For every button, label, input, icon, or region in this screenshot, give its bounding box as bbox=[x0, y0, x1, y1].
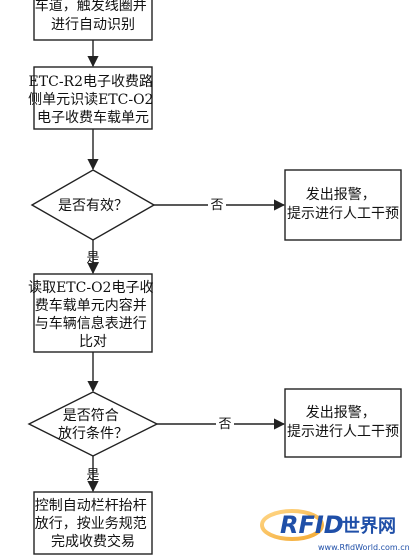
decision-valid-label: 是否有效？ bbox=[58, 198, 128, 214]
process-box-final: 控制自动栏杆抬杆 放行，按业务规范 完成收费交易 bbox=[33, 491, 153, 555]
alarm-box-2-line-2: 提示进行人工干预 bbox=[287, 424, 399, 440]
process-box-final-shape bbox=[33, 491, 153, 555]
process-box-read-obu-line-1: ETC-R2电子收费路 bbox=[29, 74, 153, 90]
process-box-read-obu-shape bbox=[33, 66, 153, 130]
process-box-read-obu: ETC-R2电子收费路 侧单元识读ETC-O2 电子收费车载单元 bbox=[28, 66, 158, 130]
decision-release: 是否符合 放行条件？ bbox=[27, 391, 159, 457]
watermark-site-name: 世界网 bbox=[342, 516, 396, 537]
decision-release-line-1: 是否符合 bbox=[63, 408, 119, 424]
edge-label-valid-yes: 是 bbox=[86, 251, 99, 266]
process-box-trigger-line-2: 进行自动识别 bbox=[51, 17, 135, 33]
edge-label-release-no: 否 bbox=[218, 417, 231, 432]
watermark-ring-icon bbox=[260, 509, 324, 541]
alarm-box-1-line-2: 提示进行人工干预 bbox=[287, 206, 399, 222]
svg-text:发出报警， 提示进行人工干预: 发出报警， 提示进行人工干预 bbox=[287, 405, 399, 440]
svg-text:ETC-R2电子收费路 侧单元识读ETC-O2: ETC-R2电子收费路 侧单元识读ETC-O2 电子收费车载单元 bbox=[28, 74, 158, 126]
svg-text:是否符合 放行条件？: 是否符合 放行条件？ bbox=[58, 408, 128, 442]
svg-text:发出报警， 提示进行人工干预: 发出报警， 提示进行人工干预 bbox=[287, 187, 399, 222]
process-box-final-line-2: 放行，按业务规范 bbox=[35, 515, 147, 532]
watermark-logo: RFID 世界网 www.RfidWorld.com.cn bbox=[260, 509, 410, 552]
process-box-final-line-3: 完成收费交易 bbox=[51, 533, 135, 550]
process-box-read-obu-line-3: 电子收费车载单元 bbox=[37, 109, 149, 126]
svg-text:读取ETC-O2电子收 费车载单元内容并: 读取ETC-O2电子收 费车载单元内容并 与车辆信息表进行 比对 bbox=[28, 279, 158, 350]
decision-release-diamond bbox=[27, 391, 159, 457]
process-box-trigger-line-1: 车道，触发线圈并 bbox=[35, 0, 147, 14]
alarm-box-1-line-1: 发出报警， bbox=[306, 187, 376, 203]
decision-release-line-2: 放行条件？ bbox=[58, 425, 128, 442]
edge-label-release-no-bg bbox=[216, 414, 234, 432]
alarm-box-2: 发出报警， 提示进行人工干预 bbox=[284, 388, 402, 458]
watermark-url: www.RfidWorld.com.cn bbox=[318, 543, 410, 552]
alarm-box-1: 发出报警， 提示进行人工干预 bbox=[284, 169, 402, 241]
alarm-box-2-shape bbox=[284, 388, 402, 458]
process-box-final-line-1: 控制自动栏杆抬杆 bbox=[35, 498, 147, 514]
process-box-compare-line-3: 与车辆信息表进行 bbox=[35, 315, 147, 332]
process-box-compare-line-1: 读取ETC-O2电子收 bbox=[28, 279, 153, 296]
decision-valid: 是否有效？ bbox=[30, 169, 156, 241]
edge-label-valid-no: 否 bbox=[210, 198, 223, 213]
svg-text:车道，触发线圈并 进行自动识别: 车道，触发线圈并 进行自动识别 bbox=[35, 0, 151, 33]
process-box-compare-shape bbox=[33, 273, 153, 353]
edge-label-valid-no-bg bbox=[208, 195, 226, 213]
watermark-logo-letters: RFID bbox=[280, 511, 344, 539]
svg-text:是否有效？: 是否有效？ bbox=[58, 198, 128, 214]
process-box-compare: 读取ETC-O2电子收 费车载单元内容并 与车辆信息表进行 比对 bbox=[28, 273, 158, 353]
process-box-compare-line-2: 费车载单元内容并 bbox=[35, 297, 147, 314]
svg-text:控制自动栏杆抬杆 放行，按业务规范: 控制自动栏杆抬杆 放行，按业务规范 完成收费交易 bbox=[35, 498, 151, 550]
process-box-read-obu-line-2: 侧单元识读ETC-O2 bbox=[28, 91, 153, 108]
edge-label-release-yes: 是 bbox=[86, 468, 99, 483]
process-box-trigger: 车道，触发线圈并 进行自动识别 bbox=[33, 0, 153, 41]
alarm-box-1-shape bbox=[284, 169, 402, 241]
process-box-compare-line-4: 比对 bbox=[79, 334, 107, 350]
process-box-trigger-shape bbox=[33, 0, 153, 41]
alarm-box-2-line-1: 发出报警， bbox=[306, 405, 376, 421]
